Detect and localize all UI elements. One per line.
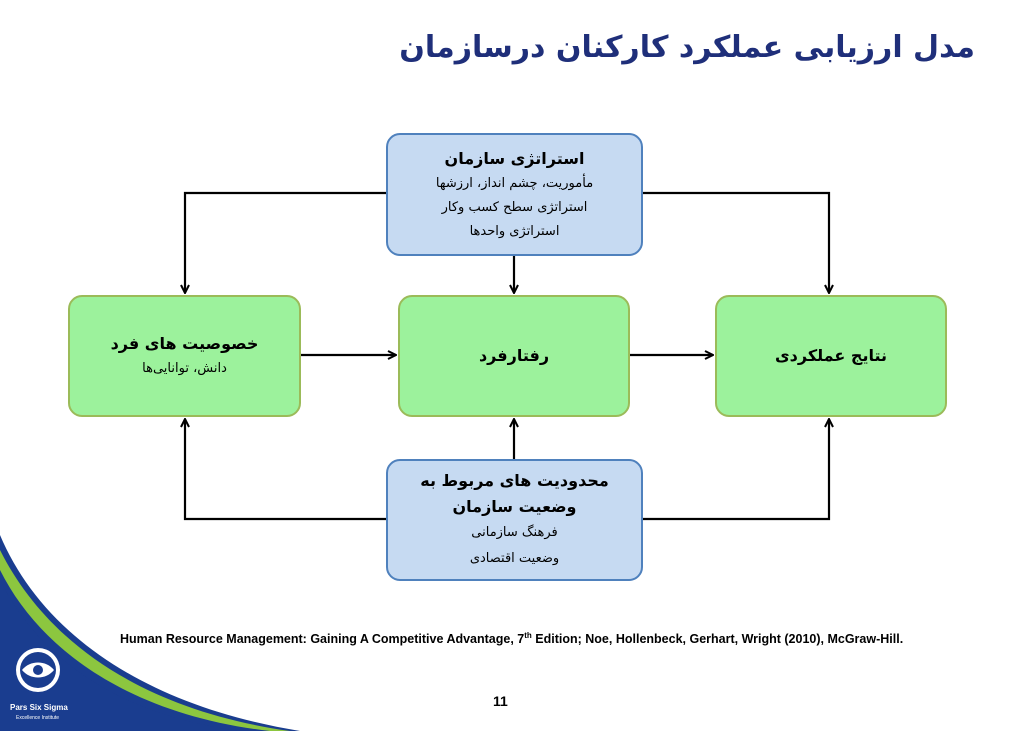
traits-heading: خصوصیت های فرد — [110, 334, 259, 353]
slide-title: مدل ارزیابی عملکرد کارکنان درسازمان — [399, 30, 975, 65]
traits-sub: دانش، توانایی‌ها — [142, 361, 227, 376]
citation-text: Edition; Noe, Hollenbeck, Gerhart, Wrigh… — [531, 632, 904, 647]
constraints-line: فرهنگ سازمانی — [471, 525, 558, 540]
citation: Human Resource Management: Gaining A Com… — [120, 628, 950, 647]
strategy-line: استراتژی واحدها — [469, 223, 560, 239]
traits-box: خصوصیت های فرد دانش، توانایی‌ها — [68, 295, 301, 417]
page-number: 11 — [493, 693, 508, 709]
constraints-box: محدودیت های مربوط به وضعیت سازمان فرهنگ … — [386, 459, 643, 581]
strategy-line: مأموریت، چشم انداز، ارزشها — [435, 175, 594, 191]
citation-text: Human Resource Management: Gaining A Com… — [120, 632, 525, 647]
arrow-constraints-to-traits — [185, 419, 386, 521]
results-box: نتایج عملکردی — [715, 295, 947, 417]
constraints-heading: وضعیت سازمان — [452, 497, 577, 516]
arrow-strategy-to-results — [643, 191, 829, 293]
arrow-strategy-to-traits — [185, 191, 386, 293]
strategy-box: استراتژی سازمان مأموریت، چشم انداز، ارزش… — [386, 133, 643, 256]
pars-six-sigma-logo: Pars Six Sigma Excellence Institute — [0, 535, 300, 731]
svg-text:Pars Six Sigma: Pars Six Sigma — [10, 703, 68, 712]
constraints-line: وضعیت اقتصادی — [469, 551, 560, 566]
behavior-box: رفتارفرد — [398, 295, 630, 417]
constraints-heading: محدودیت های مربوط به — [420, 471, 609, 490]
svg-text:Excellence Institute: Excellence Institute — [16, 715, 59, 721]
citation-superscript: th — [524, 631, 532, 640]
strategy-heading: استراتژی سازمان — [444, 148, 585, 168]
results-heading: نتایج عملکردی — [775, 346, 887, 365]
arrow-constraints-to-results — [643, 419, 829, 521]
behavior-heading: رفتارفرد — [478, 346, 550, 365]
strategy-line: استراتژی سطح کسب وکار — [441, 199, 588, 215]
